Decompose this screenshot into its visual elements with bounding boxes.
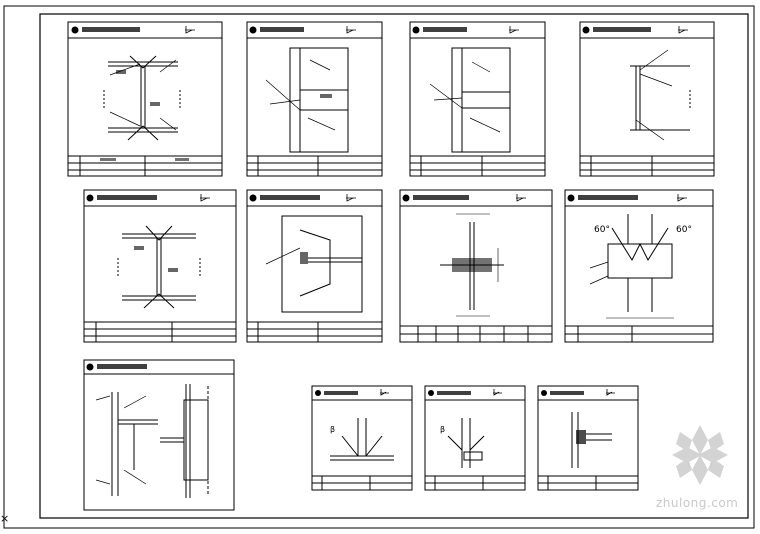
detail-panel-1 <box>67 21 223 177</box>
detail-panel-5 <box>83 189 237 343</box>
angle-label-left: 60° <box>594 225 610 235</box>
detail-panel-3 <box>409 21 546 177</box>
detail-panel-9 <box>83 359 235 511</box>
corner-mark: × <box>0 512 10 525</box>
beta-label-2: β <box>440 425 445 434</box>
detail-panel-8: 60° 60° <box>564 189 714 343</box>
angle-label-right: 60° <box>676 225 692 235</box>
sheet-inner-border <box>39 13 749 519</box>
watermark-logo-icon <box>672 425 728 485</box>
detail-panel-7 <box>399 189 553 343</box>
detail-panel-6 <box>246 189 383 343</box>
detail-panel-4 <box>579 21 715 177</box>
watermark-text: zhulong.com <box>656 496 739 510</box>
detail-panel-11: β <box>424 385 526 491</box>
sheet-outer-border <box>3 5 755 529</box>
detail-panel-12 <box>537 385 639 491</box>
beta-label-1: β <box>330 425 335 434</box>
detail-panel-10: β <box>311 385 413 491</box>
detail-panel-2 <box>246 21 383 177</box>
